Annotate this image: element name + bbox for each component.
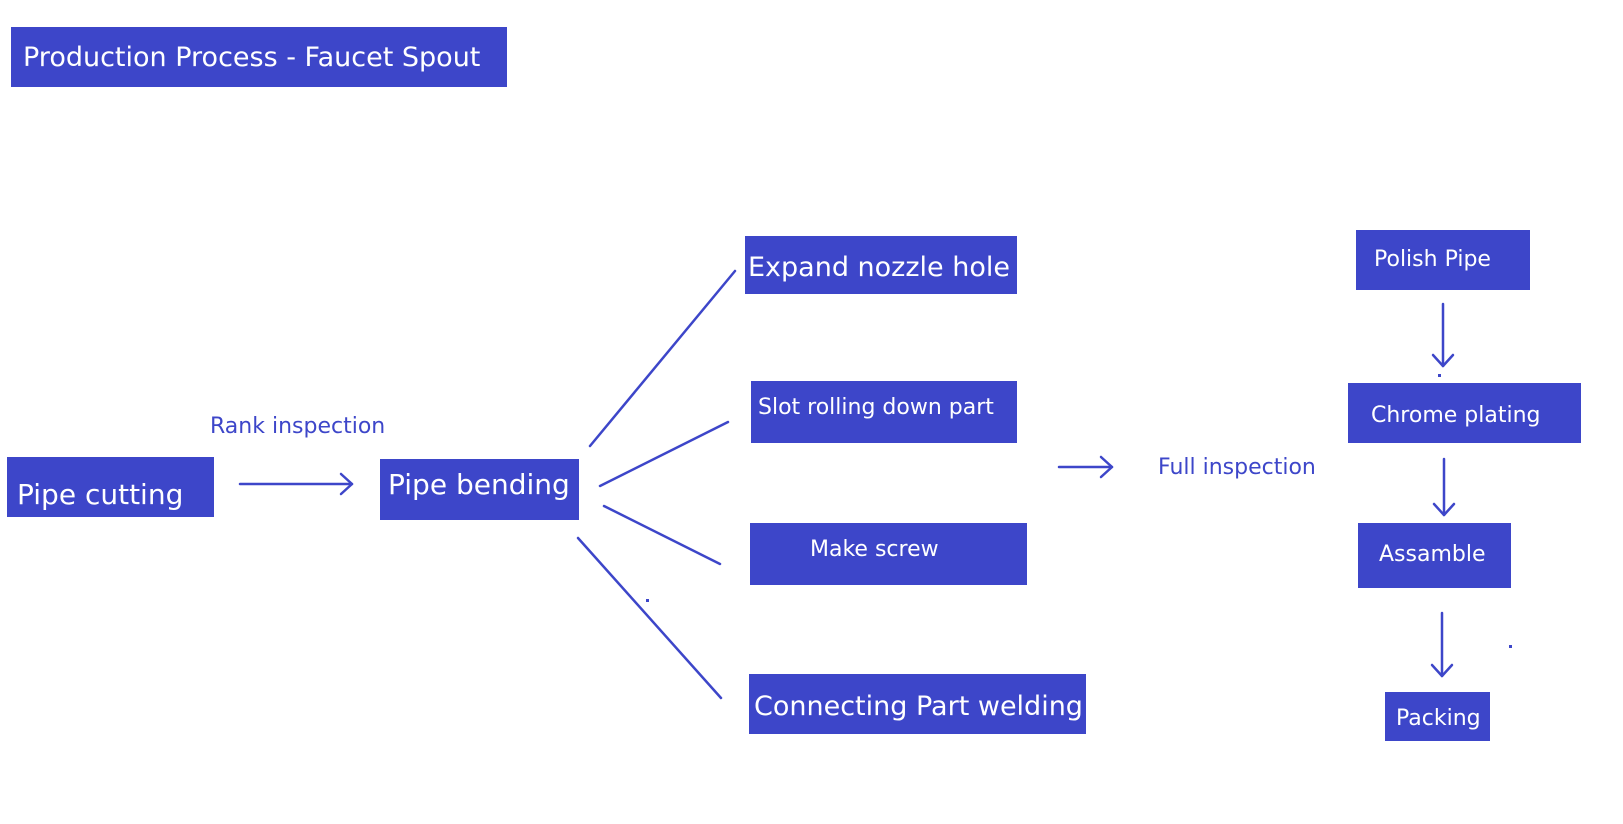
node-pipe-cutting-label: Pipe cutting — [17, 477, 184, 511]
node-polish-pipe-label: Polish Pipe — [1374, 246, 1491, 272]
node-pipe-cutting: Pipe cutting — [7, 457, 214, 517]
node-make-screw: Make screw — [750, 523, 1027, 585]
connector-to-expand-nozzle — [588, 269, 737, 448]
stray-dot — [1509, 645, 1512, 648]
arrow-cutting-to-bending-head — [339, 472, 354, 496]
page-title: Production Process - Faucet Spout — [11, 27, 507, 87]
stray-dot — [646, 599, 649, 602]
node-expand-nozzle-hole: Expand nozzle hole — [745, 236, 1017, 294]
arrow-assamble-to-packing-head — [1430, 663, 1454, 678]
stray-dot — [1438, 374, 1441, 377]
node-packing: Packing — [1385, 692, 1490, 741]
connector-to-make-screw — [602, 504, 722, 566]
node-slot-rolling: Slot rolling down part — [751, 381, 1017, 443]
node-assamble: Assamble — [1358, 523, 1511, 588]
node-slot-rolling-label: Slot rolling down part — [758, 394, 994, 420]
node-make-screw-label: Make screw — [810, 536, 939, 562]
node-pipe-bending: Pipe bending — [380, 459, 579, 520]
rank-inspection-label: Rank inspection — [210, 414, 386, 439]
node-chrome-plating-label: Chrome plating — [1371, 402, 1541, 428]
arrow-polish-to-chrome-head — [1431, 353, 1455, 368]
node-connecting-part-welding-label: Connecting Part welding — [754, 690, 1083, 722]
node-polish-pipe: Polish Pipe — [1356, 230, 1530, 290]
connector-to-connecting-part — [576, 536, 723, 700]
node-packing-label: Packing — [1396, 706, 1481, 731]
arrow-to-full-inspection-head — [1099, 455, 1114, 479]
node-assamble-label: Assamble — [1379, 542, 1486, 567]
full-inspection-label: Full inspection — [1158, 455, 1316, 480]
arrow-chrome-to-assamble-head — [1432, 502, 1456, 517]
connector-to-slot-rolling — [598, 420, 730, 488]
node-expand-nozzle-hole-label: Expand nozzle hole — [748, 251, 1010, 283]
node-pipe-bending-label: Pipe bending — [388, 468, 570, 501]
node-chrome-plating: Chrome plating — [1348, 383, 1581, 443]
page-title-text: Production Process - Faucet Spout — [23, 41, 481, 73]
node-connecting-part-welding: Connecting Part welding — [749, 674, 1086, 734]
